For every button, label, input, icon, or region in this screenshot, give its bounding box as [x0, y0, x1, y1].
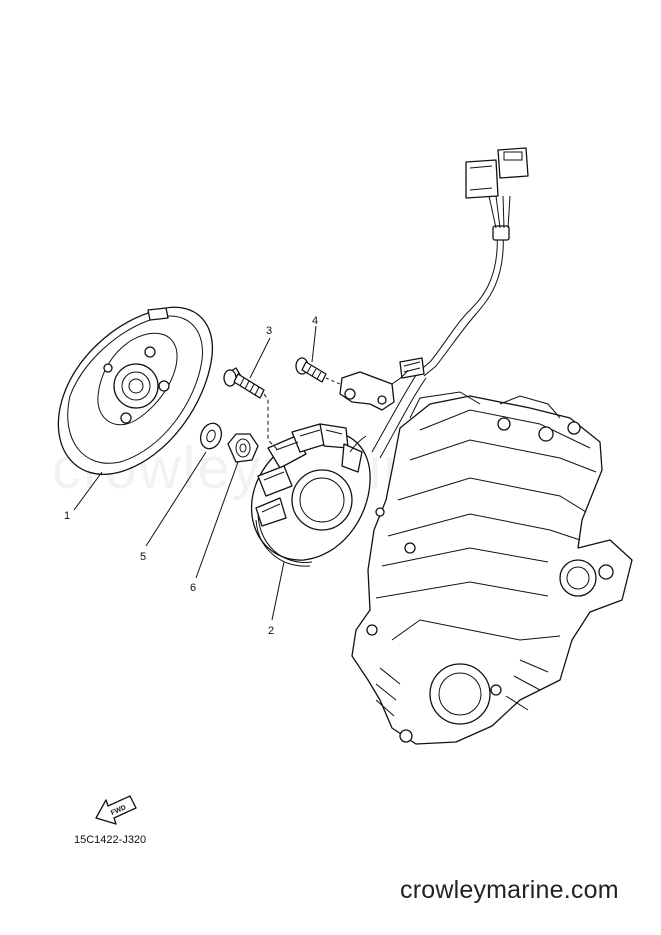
stator [250, 423, 371, 567]
nut [227, 433, 259, 463]
callout-6: 6 [190, 582, 196, 594]
washer [199, 422, 223, 450]
callout-2: 2 [268, 625, 274, 637]
bolt [223, 367, 279, 451]
callout-5: 5 [140, 551, 146, 563]
screw [295, 357, 341, 385]
flywheel [57, 306, 214, 475]
site-name[interactable]: crowleymarine.com [400, 876, 619, 904]
callout-3: 3 [266, 325, 272, 337]
wire-harness [371, 147, 529, 459]
crankcase [351, 391, 633, 745]
pickup-coil [339, 369, 409, 411]
callout-1: 1 [64, 510, 70, 522]
fwd-arrow-icon: FWD [95, 795, 137, 825]
stator-coils [255, 423, 363, 527]
part-code: 15C1422-J320 [74, 834, 147, 846]
callout-4: 4 [312, 315, 318, 327]
leader-lines [73, 325, 317, 621]
